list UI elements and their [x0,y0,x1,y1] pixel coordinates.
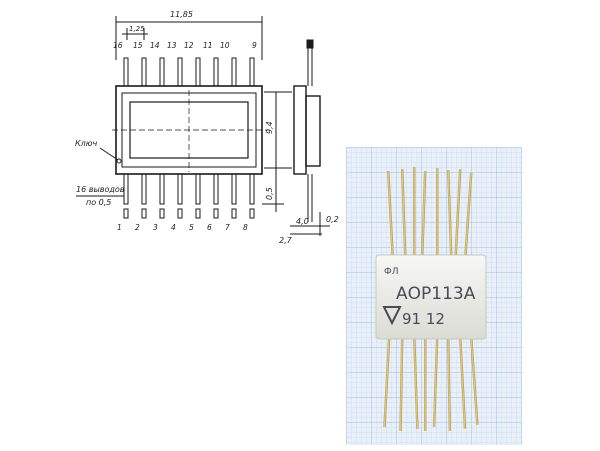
pin-label-2: 2 [135,223,140,232]
side-label-c: 2,7 [279,236,293,245]
top-pin-labels: 16 15 14 13 12 11 10 9 [113,41,257,50]
manufacturer-logo-icon [382,306,402,326]
key-label: Ключ [75,139,98,148]
pin-label-8: 8 [243,223,248,232]
side-label-a: 4,0 [296,217,309,226]
pin-label-1: 1 [117,223,122,232]
pin-label-14: 14 [150,41,160,50]
top-pin-row [123,57,255,87]
chip-logo-text: ФЛ [384,267,399,277]
pin-label-5: 5 [189,223,194,232]
pin-label-12: 12 [184,41,194,50]
pin-label-15: 15 [133,41,143,50]
chip-body [375,254,487,340]
side-label-b: 0,2 [326,215,339,224]
pin-label-6: 6 [207,223,212,232]
width-label: 11,85 [170,10,193,19]
pin-label-13: 13 [167,41,177,50]
key-leader-line [99,147,119,161]
pin-label-16: 16 [113,41,123,50]
pin-label-7: 7 [225,223,230,232]
chip-date-code: 91 12 [402,310,445,328]
pin-note-line1: 16 выводов [76,185,125,194]
pin-label-10: 10 [220,41,230,50]
bottom-pin-labels: 1 2 3 4 5 6 7 8 [117,223,248,232]
pin-label-4: 4 [171,223,176,232]
pin-label-11: 11 [203,41,213,50]
pin-label-9: 9 [252,41,257,50]
bottom-pin-row [123,173,255,219]
pin-label-3: 3 [153,223,158,232]
pin-length-label: 0,5 [265,187,274,200]
height-label: 9,4 [265,121,274,134]
chip-top-leads [387,167,473,257]
pitch-label: 1,25 [129,25,145,33]
chip-photo: ФЛ АОР113А 91 12 [346,147,522,445]
pin-note-line2: по 0,5 [86,198,111,207]
chip-part-number: АОР113А [396,284,476,304]
package-side-view [290,39,330,236]
package-technical-drawing: 11,85 1,25 16 15 14 13 12 11 10 9 1 2 3 … [75,10,339,245]
chip-bottom-leads [383,336,479,432]
